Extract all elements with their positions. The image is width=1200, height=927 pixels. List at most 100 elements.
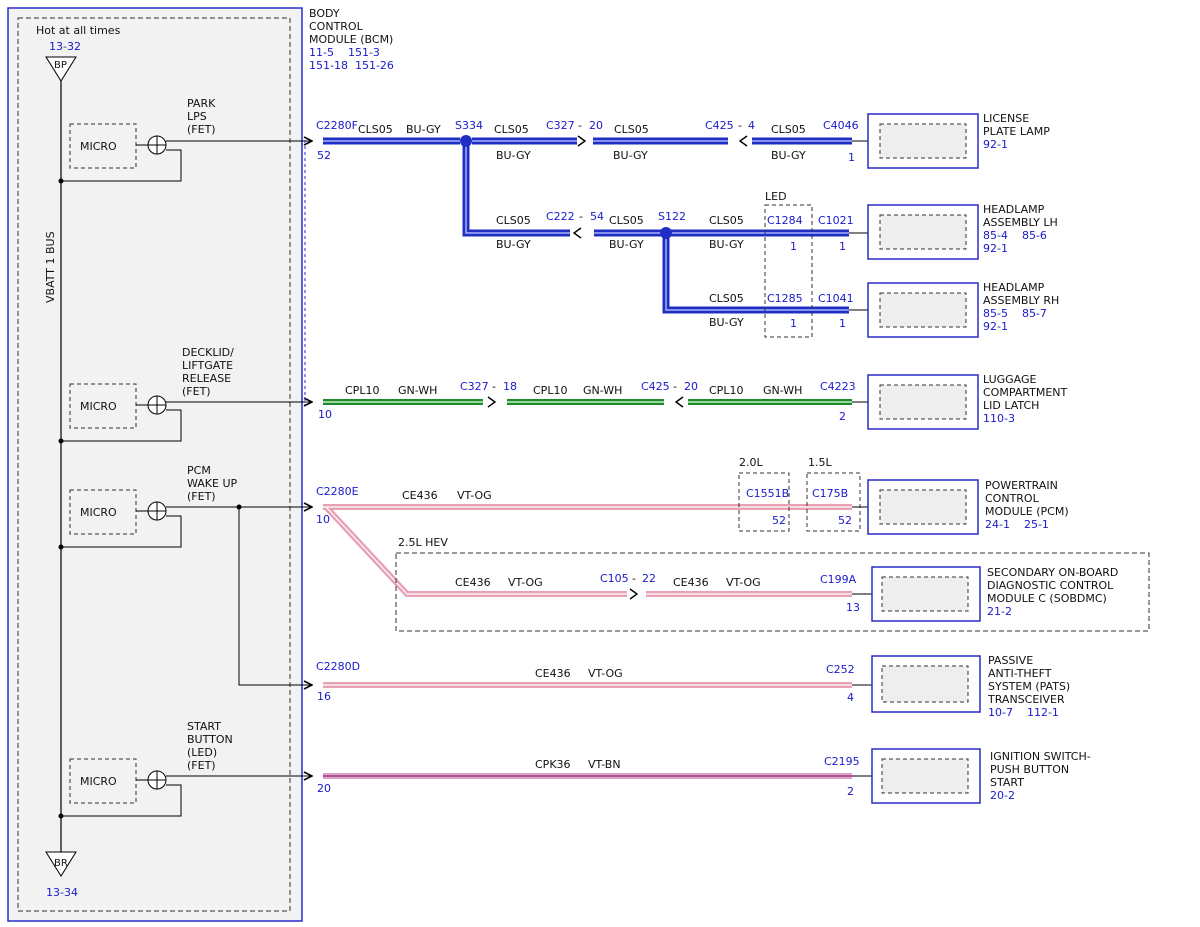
svg-text:MODULE (PCM): MODULE (PCM) <box>985 505 1069 518</box>
bcm-output-start: MICRO START BUTTON (LED) (FET) <box>58 720 313 819</box>
pcm-2l-connector-box <box>738 472 790 532</box>
svg-text:CLS05: CLS05 <box>494 123 529 136</box>
decklid-label-2: LIFTGATE <box>182 359 233 372</box>
svg-text:18: 18 <box>503 380 517 393</box>
svg-text:C425: C425 <box>705 119 734 132</box>
svg-text:13: 13 <box>846 601 860 614</box>
br-connector-icon <box>45 851 77 877</box>
svg-text:GN-WH: GN-WH <box>763 384 802 397</box>
svg-text:CPL10: CPL10 <box>345 384 379 397</box>
component-license: LICENSE PLATE LAMP 92-1 <box>852 112 1050 169</box>
micro-box <box>69 383 137 429</box>
svg-text:BU-GY: BU-GY <box>709 238 744 251</box>
svg-text:2: 2 <box>839 410 846 423</box>
svg-text:S334: S334 <box>455 119 483 132</box>
component-headlamp-rh: HEADLAMP ASSEMBLY RH 85-5 85-7 92-1 <box>849 281 1059 338</box>
component-luggage-latch: LUGGAGE COMPARTMENT LID LATCH 110-3 <box>852 373 1068 430</box>
svg-text:1: 1 <box>839 317 846 330</box>
svg-text:POWERTRAIN: POWERTRAIN <box>985 479 1058 492</box>
svg-text:20: 20 <box>589 119 603 132</box>
svg-text:20: 20 <box>317 782 331 795</box>
hev-dashed-box <box>395 552 1150 632</box>
ce436-circuit: C2280E 10 CE436 VT-OG 2.0L C1551B 52 1.5… <box>316 456 1150 704</box>
svg-text:BU-GY: BU-GY <box>709 316 744 329</box>
svg-text:C2280F: C2280F <box>316 119 358 132</box>
svg-text:PUSH BUTTON: PUSH BUTTON <box>990 763 1069 776</box>
svg-text:10-7 112-1: 10-7 112-1 <box>988 706 1059 719</box>
cpl10-circuit: 10 CPL10 GN-WH C327 - 18 CPL10 GN-WH C42… <box>318 380 856 423</box>
decklid-label-1: DECKLID/ <box>182 346 234 359</box>
hot-at-all-times: Hot at all times <box>36 24 121 37</box>
svg-text:CLS05: CLS05 <box>709 292 744 305</box>
svg-text:52: 52 <box>317 149 331 162</box>
component-pcm: POWERTRAIN CONTROL MODULE (PCM) 24-1 25-… <box>852 479 1069 535</box>
bcm-output-decklid: MICRO DECKLID/ LIFTGATE RELEASE (FET) <box>58 346 313 444</box>
micro-label: MICRO <box>80 400 117 413</box>
svg-text:PLATE LAMP: PLATE LAMP <box>983 125 1050 138</box>
component-ignition-switch: IGNITION SWITCH- PUSH BUTTON START 20-2 <box>852 748 1091 804</box>
svg-text:85-4 85-6: 85-4 85-6 <box>983 229 1047 242</box>
svg-text:CE436: CE436 <box>535 667 571 680</box>
micro-label: MICRO <box>80 140 117 153</box>
svg-text:CPK36: CPK36 <box>535 758 571 771</box>
svg-text:CONTROL: CONTROL <box>309 20 364 33</box>
bcm-module: Hot at all times 13-32 BP VBATT 1 BUS BR… <box>7 7 313 922</box>
svg-text:92-1: 92-1 <box>983 242 1008 255</box>
svg-text:PASSIVE: PASSIVE <box>988 654 1033 667</box>
svg-text:1: 1 <box>790 240 797 253</box>
pcm-15l-connector-box <box>806 472 861 532</box>
svg-text:LED: LED <box>765 190 787 203</box>
micro-label: MICRO <box>80 775 117 788</box>
svg-text:LUGGAGE: LUGGAGE <box>983 373 1037 386</box>
svg-text:C222: C222 <box>546 210 575 223</box>
svg-text:CE436: CE436 <box>455 576 491 589</box>
svg-text:4: 4 <box>847 691 854 704</box>
svg-text:CLS05: CLS05 <box>609 214 644 227</box>
svg-text:COMPARTMENT: COMPARTMENT <box>983 386 1068 399</box>
svg-text:C4046: C4046 <box>823 119 859 132</box>
park-label-3: (FET) <box>187 123 216 136</box>
micro-box <box>69 123 137 169</box>
top-ref: 13-32 <box>49 40 81 53</box>
pcm-label-1: PCM <box>187 464 211 477</box>
svg-text:SECONDARY ON-BOARD: SECONDARY ON-BOARD <box>987 566 1118 579</box>
svg-text:LICENSE: LICENSE <box>983 112 1029 125</box>
component-pats: PASSIVE ANTI-THEFT SYSTEM (PATS) TRANSCE… <box>852 654 1070 719</box>
decklid-label-3: RELEASE <box>182 372 231 385</box>
svg-text:MODULE (BCM): MODULE (BCM) <box>309 33 393 46</box>
svg-text:2.5L HEV: 2.5L HEV <box>398 536 448 549</box>
bcm-output-pcm: MICRO PCM WAKE UP (FET) <box>58 464 313 685</box>
svg-text:VT-OG: VT-OG <box>457 489 492 502</box>
svg-text:BU-GY: BU-GY <box>406 123 441 136</box>
svg-text:CE436: CE436 <box>673 576 709 589</box>
svg-text:BU-GY: BU-GY <box>613 149 648 162</box>
vbatt-bus-label: VBATT 1 BUS <box>44 231 57 303</box>
svg-text:C327: C327 <box>546 119 575 132</box>
svg-text:VT-OG: VT-OG <box>508 576 543 589</box>
svg-text:C105: C105 <box>600 572 629 585</box>
cls05-circuit: C2280F 52 CLS05 BU-GY S334 CLS05 BU-GY C… <box>316 119 859 338</box>
svg-text:110-3: 110-3 <box>983 412 1015 425</box>
br-label: BR <box>54 858 68 869</box>
park-label-1: PARK <box>187 97 216 110</box>
component-headlamp-lh: HEADLAMP ASSEMBLY LH 85-4 85-6 92-1 <box>849 203 1058 260</box>
svg-text:10: 10 <box>318 408 332 421</box>
svg-text:1: 1 <box>839 240 846 253</box>
svg-text:-: - <box>579 210 583 223</box>
svg-text:BU-GY: BU-GY <box>496 238 531 251</box>
component-sobdmc: SECONDARY ON-BOARD DIAGNOSTIC CONTROL MO… <box>852 566 1118 622</box>
svg-text:HEADLAMP: HEADLAMP <box>983 281 1045 294</box>
svg-text:20-2: 20-2 <box>990 789 1015 802</box>
svg-text:CPL10: CPL10 <box>709 384 743 397</box>
svg-text:85-5 85-7: 85-5 85-7 <box>983 307 1047 320</box>
svg-text:10: 10 <box>316 513 330 526</box>
svg-text:C4223: C4223 <box>820 380 856 393</box>
bcm-outer-box <box>7 7 303 922</box>
micro-label: MICRO <box>80 506 117 519</box>
svg-text:VT-OG: VT-OG <box>588 667 623 680</box>
svg-text:CLS05: CLS05 <box>614 123 649 136</box>
svg-text:C2280E: C2280E <box>316 485 359 498</box>
svg-text:-: - <box>673 380 677 393</box>
start-label-3: (LED) <box>187 746 217 759</box>
